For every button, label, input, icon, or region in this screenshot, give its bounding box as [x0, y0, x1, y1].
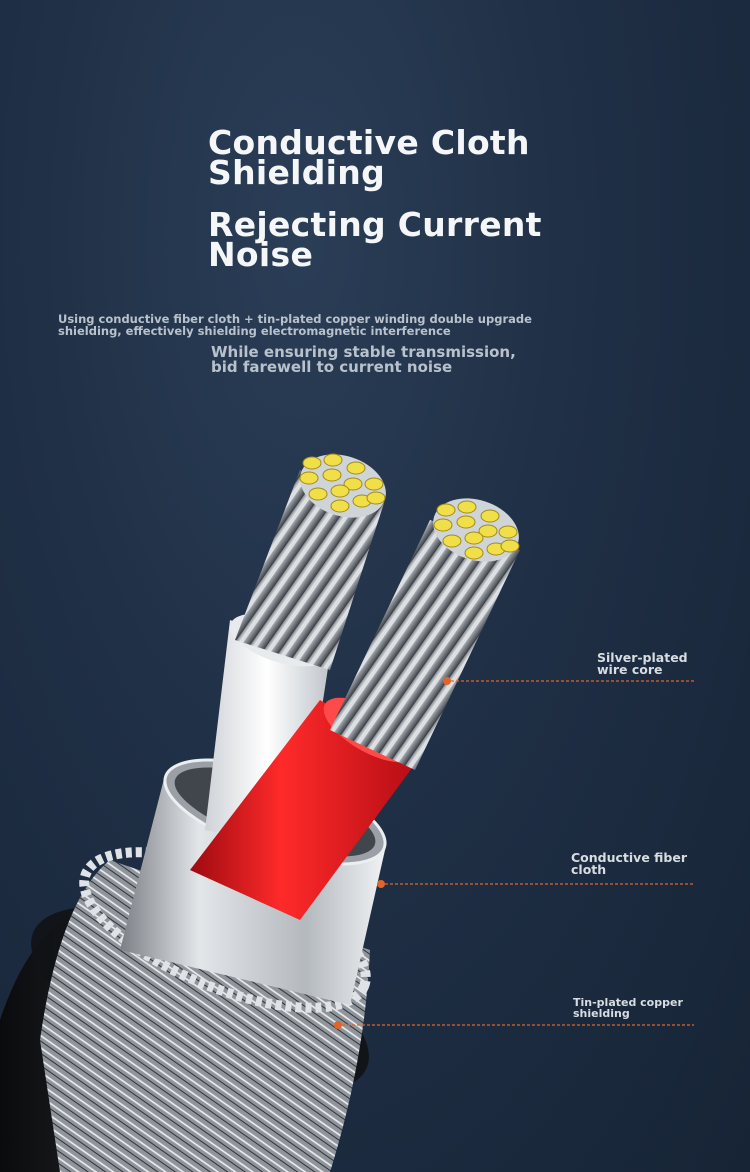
- callout-line-silver-plated-core: [443, 677, 694, 685]
- headline-rejecting-current-noise: Rejecting Current Noise: [208, 205, 542, 274]
- callout-tin-plated-copper-shielding: Tin-plated copper shielding: [573, 996, 683, 1020]
- callout-conductive-fiber-cloth: Conductive fiber cloth: [571, 850, 688, 877]
- headline-conductive-cloth-shielding: Conductive Cloth Shielding: [208, 123, 530, 192]
- callout-line-conductive-fiber-cloth: [377, 880, 694, 888]
- conductor-tips-right: [433, 500, 520, 560]
- conductor-tips-left: [299, 453, 386, 513]
- callout-line-tin-plated-copper-shielding: [334, 1021, 694, 1029]
- shielding-description: Using conductive fiber cloth + tin-plate…: [58, 312, 532, 338]
- callout-silver-plated-wire-core: Silver-plated wire core: [597, 650, 688, 677]
- stable-transmission-description: While ensuring stable transmission, bid …: [211, 343, 516, 376]
